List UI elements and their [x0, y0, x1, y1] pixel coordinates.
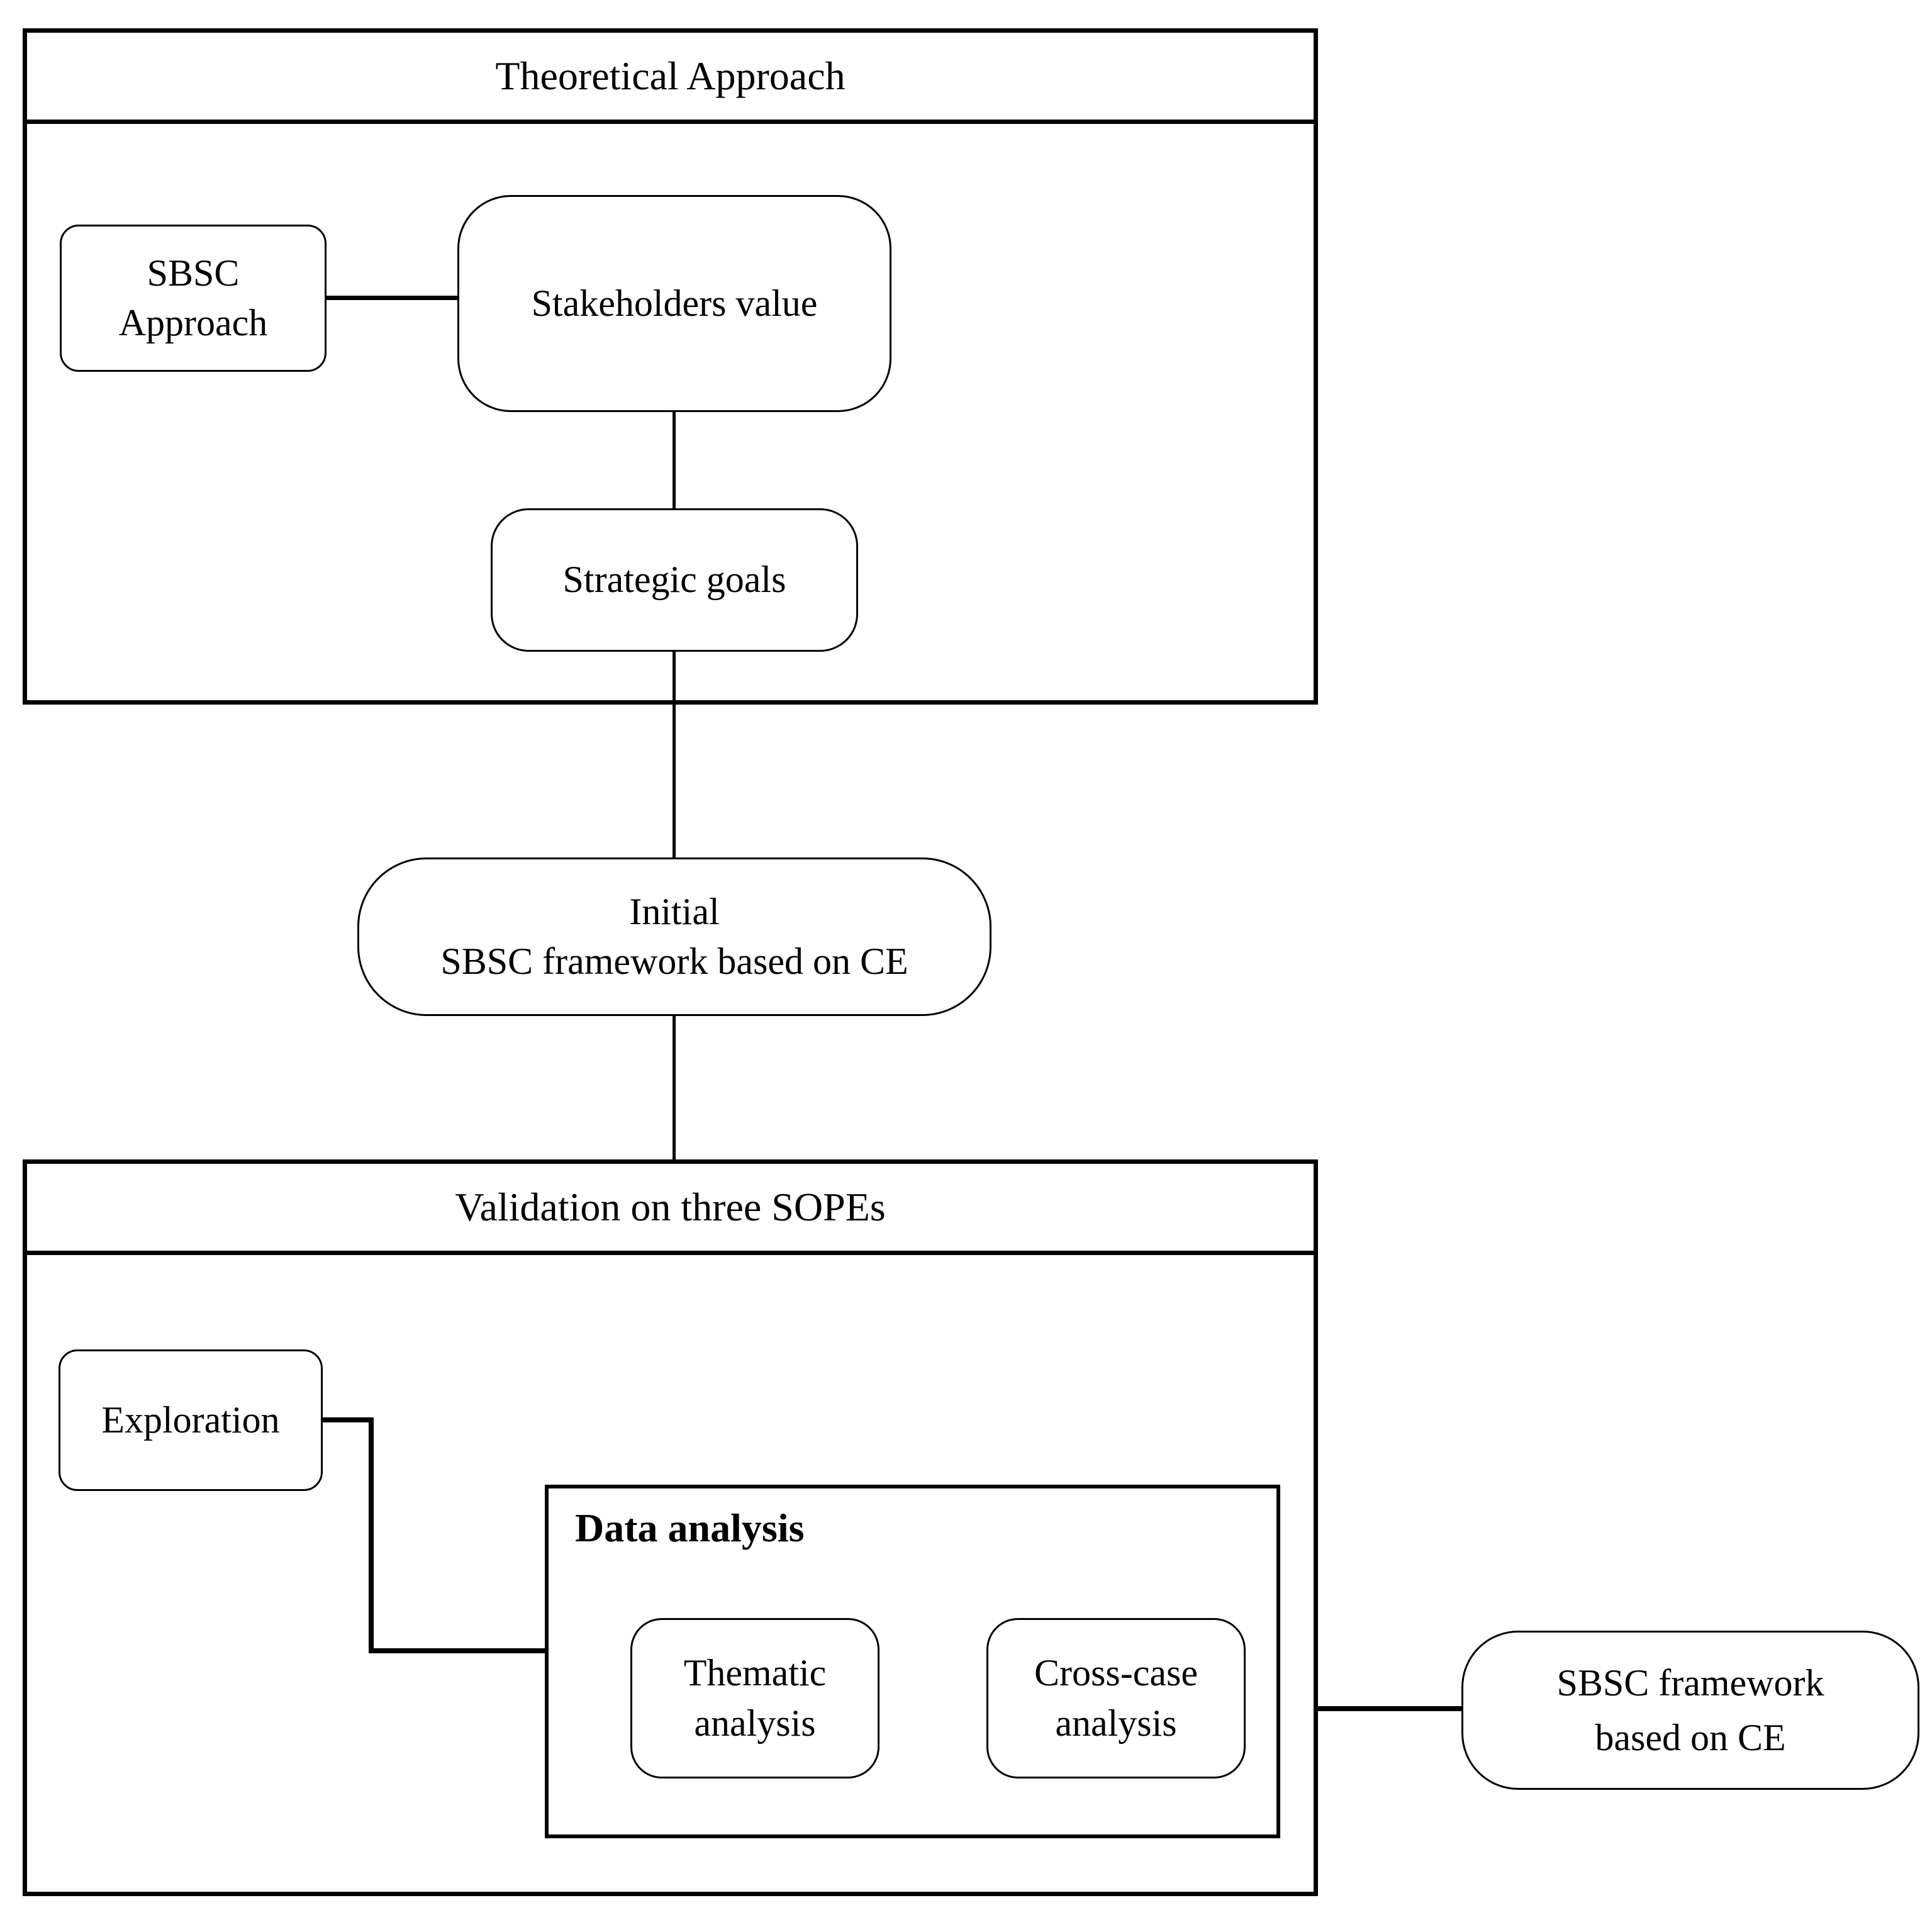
node-exploration-label: Exploration	[101, 1399, 280, 1441]
node-initial-sbsc-framework: Initial SBSC framework based on CE	[357, 857, 991, 1016]
section-validation-title: Validation on three SOPEs	[455, 1185, 886, 1229]
node-stakeholders-value: Stakeholders value	[457, 195, 891, 412]
section-validation-header: Validation on three SOPEs	[27, 1164, 1314, 1255]
connector-strategic-to-initial	[673, 650, 676, 859]
node-thematic-analysis-line1: Thematic	[683, 1652, 827, 1694]
node-sbsc-approach-line2: Approach	[118, 302, 268, 343]
node-sbsc-framework-result-line2: based on CE	[1595, 1716, 1786, 1758]
node-crosscase-analysis: Cross-case analysis	[986, 1618, 1246, 1778]
box-data-analysis-title: Data analysis	[575, 1505, 805, 1550]
connector-exploration-elbow-h1	[321, 1417, 374, 1422]
section-theoretical-title: Theoretical Approach	[495, 53, 846, 98]
node-initial-sbsc-framework-line1: Initial	[629, 890, 720, 932]
node-sbsc-framework-result-line1: SBSC framework	[1556, 1661, 1824, 1704]
connector-sbsc-to-stakeholders	[325, 296, 459, 300]
node-strategic-goals: Strategic goals	[491, 508, 858, 652]
connector-exploration-elbow-v	[369, 1417, 374, 1653]
node-stakeholders-value-label: Stakeholders value	[531, 282, 818, 324]
connector-validation-to-framework	[1317, 1706, 1463, 1711]
node-sbsc-framework-result: SBSC framework based on CE	[1461, 1631, 1919, 1790]
node-thematic-analysis: Thematic analysis	[630, 1618, 879, 1778]
node-strategic-goals-label: Strategic goals	[562, 559, 786, 601]
connector-exploration-elbow-h2	[369, 1648, 546, 1653]
connector-initial-to-validation	[673, 1015, 676, 1161]
node-exploration: Exploration	[59, 1349, 323, 1491]
node-thematic-analysis-line2: analysis	[694, 1702, 816, 1744]
connector-stakeholders-to-strategic	[673, 411, 676, 510]
node-sbsc-approach-line1: SBSC	[147, 252, 240, 294]
node-crosscase-analysis-line1: Cross-case	[1034, 1652, 1198, 1694]
node-crosscase-analysis-line2: analysis	[1055, 1702, 1177, 1744]
node-sbsc-approach: SBSC Approach	[60, 225, 327, 372]
section-theoretical-header: Theoretical Approach	[27, 33, 1314, 124]
node-initial-sbsc-framework-line2: SBSC framework based on CE	[440, 941, 908, 982]
